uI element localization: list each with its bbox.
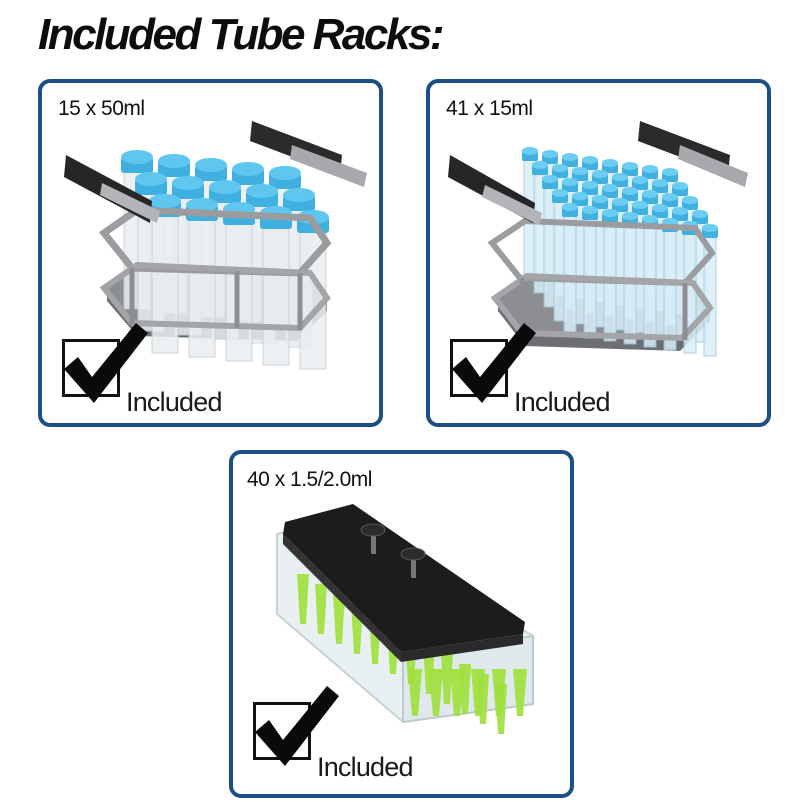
included-label: Included [317,752,413,782]
checkmark-icon [452,323,536,403]
included-indicator: Included [245,686,445,782]
rack-50ml-image [64,121,367,370]
rack-card-15ml: 41 x 15ml Included [426,79,771,427]
included-indicator: Included [54,323,254,419]
page-title: Included Tube Racks: [38,10,444,59]
included-indicator: Included [442,323,642,419]
rack-capacity-label: 15 x 50ml [58,97,145,120]
rack-card-microtube: 40 x 1.5/2.0ml Included [229,450,574,798]
rack-capacity-label: 41 x 15ml [446,97,533,120]
included-label: Included [514,387,610,417]
rack-microtube-image [276,504,534,734]
included-label: Included [126,387,222,417]
rack-card-50ml: 15 x 50ml Included [38,79,383,427]
rack-capacity-label: 40 x 1.5/2.0ml [247,468,372,491]
checkmark-icon [255,686,339,766]
rack-15ml-image [448,121,748,357]
checkmark-icon [64,323,148,403]
